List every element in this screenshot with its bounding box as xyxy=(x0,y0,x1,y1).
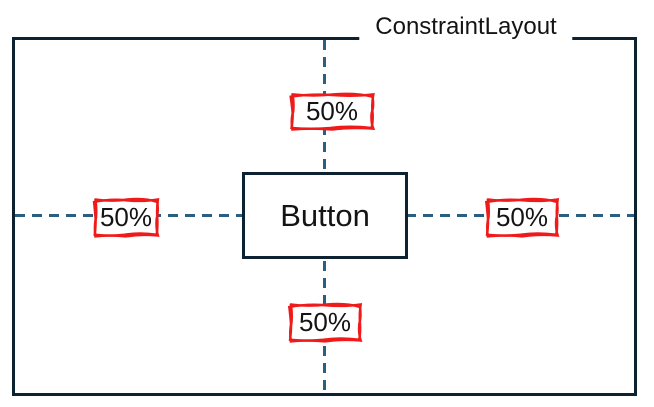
sketch-box-icon xyxy=(287,301,363,344)
button-widget: Button xyxy=(242,172,408,259)
bias-label-bottom: 50% xyxy=(287,301,363,344)
sketch-box-icon xyxy=(288,91,376,132)
bias-value: 50% xyxy=(99,202,153,232)
bias-value: 50% xyxy=(298,307,352,337)
constraintlayout-title: ConstraintLayout xyxy=(359,10,573,44)
sketch-box-icon xyxy=(92,196,160,239)
bias-value: 50% xyxy=(495,202,549,232)
bias-label-top: 50% xyxy=(288,91,376,132)
constraintlayout-frame xyxy=(12,37,637,396)
bias-value: 50% xyxy=(305,96,359,126)
bias-label-right: 50% xyxy=(484,196,560,239)
bias-label-left: 50% xyxy=(92,196,160,239)
sketch-box-icon xyxy=(484,196,560,239)
